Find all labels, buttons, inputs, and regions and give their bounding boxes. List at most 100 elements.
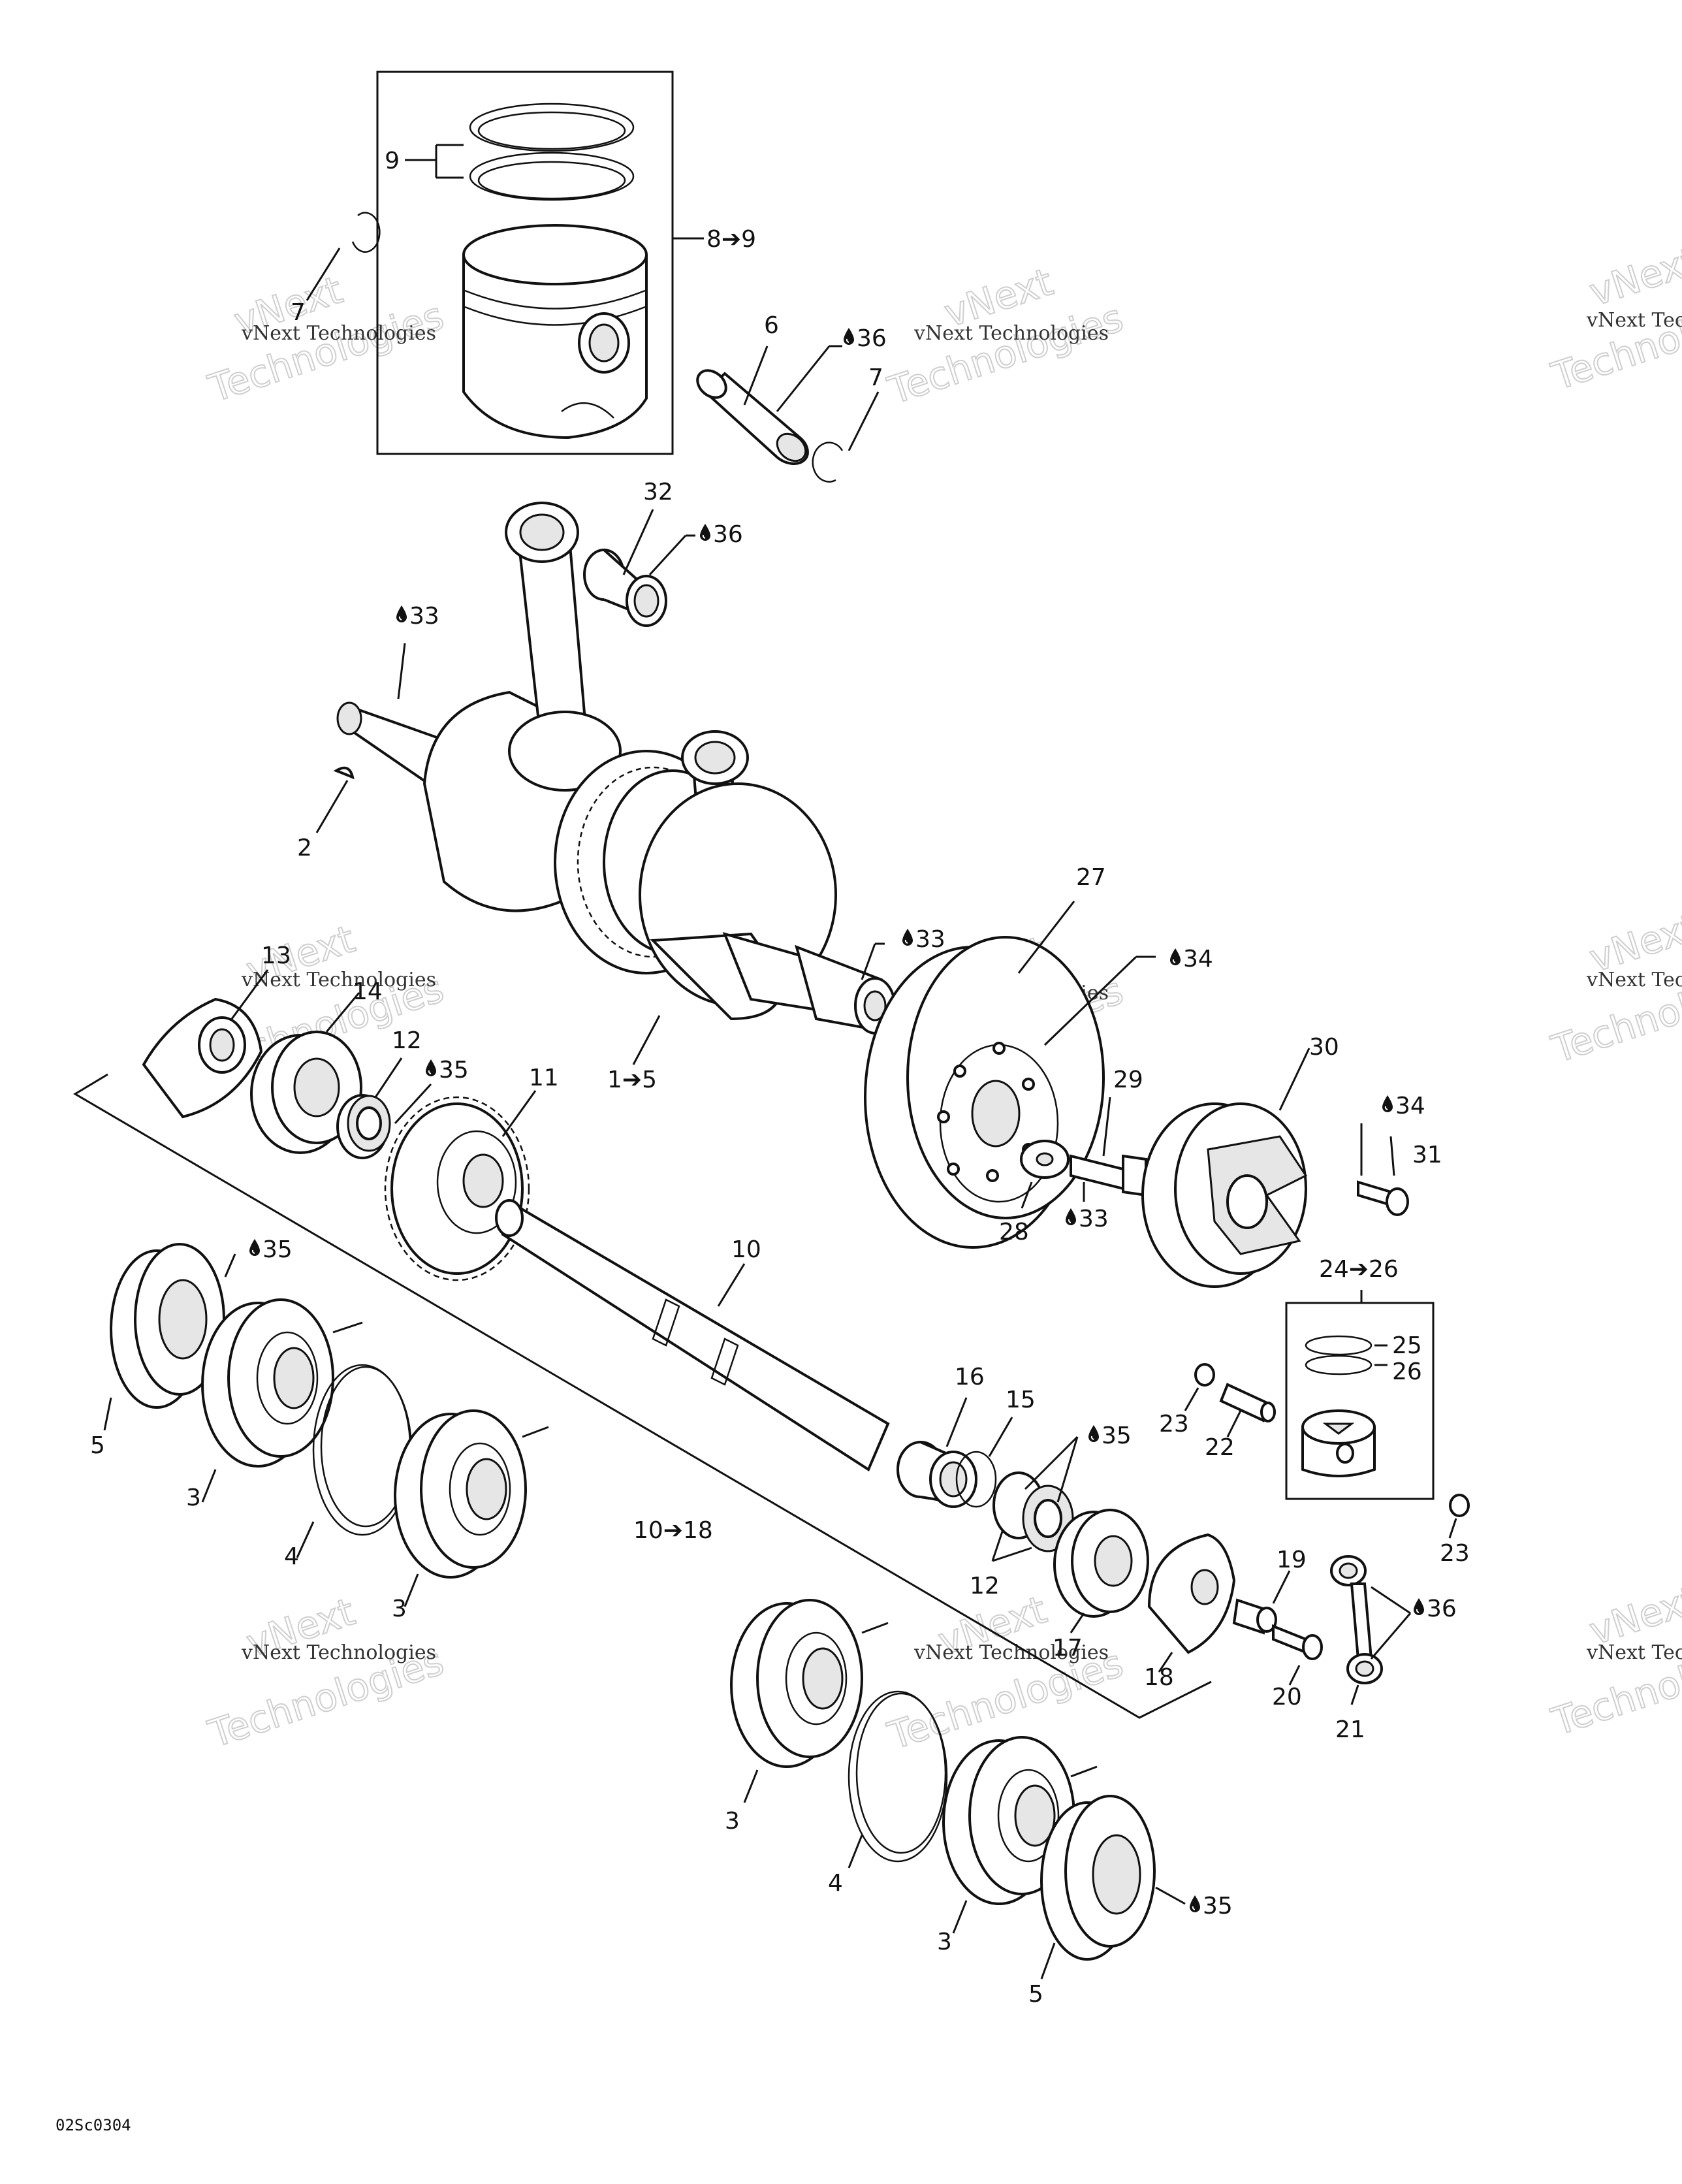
callout-4-a: 4 — [284, 1543, 299, 1570]
balancer-weight-18 — [1147, 1533, 1236, 1673]
watermark-3: vNext Technologies vNext Technologies — [1546, 238, 1682, 400]
screw-20 — [1272, 1624, 1323, 1686]
watermark-6: vNext Technologies vNext Technologies — [1546, 904, 1682, 1072]
oil-drop-icon — [1064, 1207, 1077, 1227]
callout-5-left: 5 — [90, 1432, 105, 1459]
watermark-9: vNext Technologies vNext Technologies — [1546, 1577, 1682, 1745]
watermark-1: vNext Technologies vNext Technologies — [202, 267, 449, 412]
callout-30: 30 — [1309, 1034, 1339, 1061]
callout-28: 28 — [999, 1219, 1029, 1245]
callout-labels: 9 8➔9 7 6 36 7 32 36 33 2 27 33 34 13 14… — [90, 148, 1470, 2008]
oil-drop-icon — [1087, 1424, 1100, 1443]
watermark-2: vNext Technologies vNext Technologies — [882, 259, 1129, 413]
washer — [1020, 1140, 1070, 1209]
callout-3-d: 3 — [937, 1929, 952, 1955]
callout-33-a: 33 — [409, 603, 439, 630]
dowel-19 — [1232, 1570, 1291, 1635]
ball-bearing-3-bottom-a — [730, 1599, 889, 1803]
callout-18: 18 — [1144, 1664, 1174, 1691]
svg-text:vNext Technologies: vNext Technologies — [241, 1641, 436, 1664]
callout-12-a: 12 — [392, 1027, 422, 1054]
callout-35-d: 35 — [1203, 1893, 1233, 1919]
link-rod-21 — [1330, 1555, 1412, 1705]
oil-drop-icon — [395, 604, 408, 624]
cap-screw — [1357, 1123, 1409, 1216]
assembly-bracket-line — [73, 1073, 1212, 1719]
callout-36-a: 36 — [857, 325, 887, 352]
callout-3-b: 3 — [392, 1596, 407, 1622]
thrust-washer-15 — [955, 1417, 1013, 1508]
crankshaft — [336, 502, 896, 1065]
svg-text:vNext Technologies: vNext Technologies — [1586, 969, 1682, 991]
ball-bearing-14 — [250, 992, 362, 1154]
callout-32: 32 — [643, 479, 673, 506]
circlip-left — [306, 212, 381, 301]
callout-3-a: 3 — [186, 1485, 201, 1511]
balancer-gear — [384, 1090, 537, 1281]
callout-27: 27 — [1076, 864, 1106, 891]
svg-text:vNext Technologies: vNext Technologies — [241, 322, 436, 345]
coupler — [1141, 1048, 1310, 1288]
circlip-right — [812, 391, 880, 483]
callout-7-left: 7 — [291, 299, 306, 326]
callout-35-b: 35 — [262, 1236, 293, 1263]
callout-16: 16 — [955, 1364, 985, 1390]
callout-22: 22 — [1205, 1434, 1235, 1461]
oil-drop-icon — [699, 522, 712, 542]
ball-bearing-17 — [1053, 1509, 1149, 1633]
connecting-rod-1 — [505, 502, 622, 792]
svg-text:vNext Technologies: vNext Technologies — [241, 969, 436, 991]
callout-33-b: 33 — [915, 926, 945, 953]
svg-text:vNext: vNext — [1584, 238, 1682, 315]
oil-drop-icon — [1169, 947, 1182, 967]
callout-35-c: 35 — [1102, 1422, 1132, 1449]
callout-23-a: 23 — [1159, 1411, 1189, 1437]
callout-25: 25 — [1392, 1332, 1422, 1359]
callout-34-a: 34 — [1183, 946, 1213, 972]
callout-11: 11 — [529, 1065, 559, 1091]
callout-29: 29 — [1113, 1067, 1143, 1093]
needle-bearing-16 — [897, 1397, 977, 1508]
callout-4-b: 4 — [828, 1870, 843, 1897]
flywheel — [864, 901, 1156, 1249]
callout-2: 2 — [297, 835, 312, 861]
callout-21: 21 — [1335, 1716, 1365, 1743]
oil-seal-12-right — [991, 1436, 1079, 1562]
watermark-7: vNext Technologies vNext Technologies — [202, 1588, 449, 1757]
callout-35-a: 35 — [439, 1057, 469, 1084]
callout-33-c: 33 — [1079, 1206, 1109, 1232]
callout-20: 20 — [1272, 1684, 1302, 1710]
callout-36-c: 36 — [1427, 1596, 1457, 1622]
callout-13: 13 — [261, 942, 291, 969]
woodruff-key — [315, 766, 355, 833]
piston-pin — [696, 345, 842, 465]
callout-23-b: 23 — [1440, 1540, 1470, 1567]
callout-14: 14 — [353, 978, 383, 1005]
oil-drop-icon — [1188, 1894, 1201, 1914]
oil-drop-icon — [424, 1058, 437, 1078]
oil-drop-icon — [1381, 1094, 1394, 1114]
callout-24-26: 24➔26 — [1319, 1256, 1399, 1283]
callout-7-right: 7 — [868, 364, 883, 391]
oil-seal-12 — [336, 1057, 432, 1159]
piston — [462, 224, 648, 440]
nut-23-a — [1184, 1363, 1215, 1411]
svg-text:vNext Technologies: vNext Technologies — [1586, 1641, 1682, 1664]
drawing-code: 02Sc0304 — [56, 2116, 131, 2134]
callout-10: 10 — [731, 1236, 761, 1263]
callout-26: 26 — [1392, 1358, 1422, 1385]
oil-drop-icon — [842, 327, 855, 346]
callout-6: 6 — [764, 312, 779, 339]
pump-piston-box — [1285, 1290, 1435, 1500]
callout-19: 19 — [1277, 1547, 1307, 1573]
callout-8-9: 8➔9 — [706, 226, 756, 253]
pin-22 — [1219, 1383, 1276, 1437]
ball-bearing-3-left-b — [394, 1409, 549, 1607]
callout-12-b: 12 — [970, 1573, 1000, 1599]
callout-31: 31 — [1412, 1142, 1442, 1168]
callout-34-b: 34 — [1395, 1093, 1425, 1119]
o-ring-4-bottom — [848, 1690, 948, 1869]
piston-ring-1 — [469, 103, 635, 152]
callout-1-5: 1➔5 — [607, 1067, 657, 1093]
